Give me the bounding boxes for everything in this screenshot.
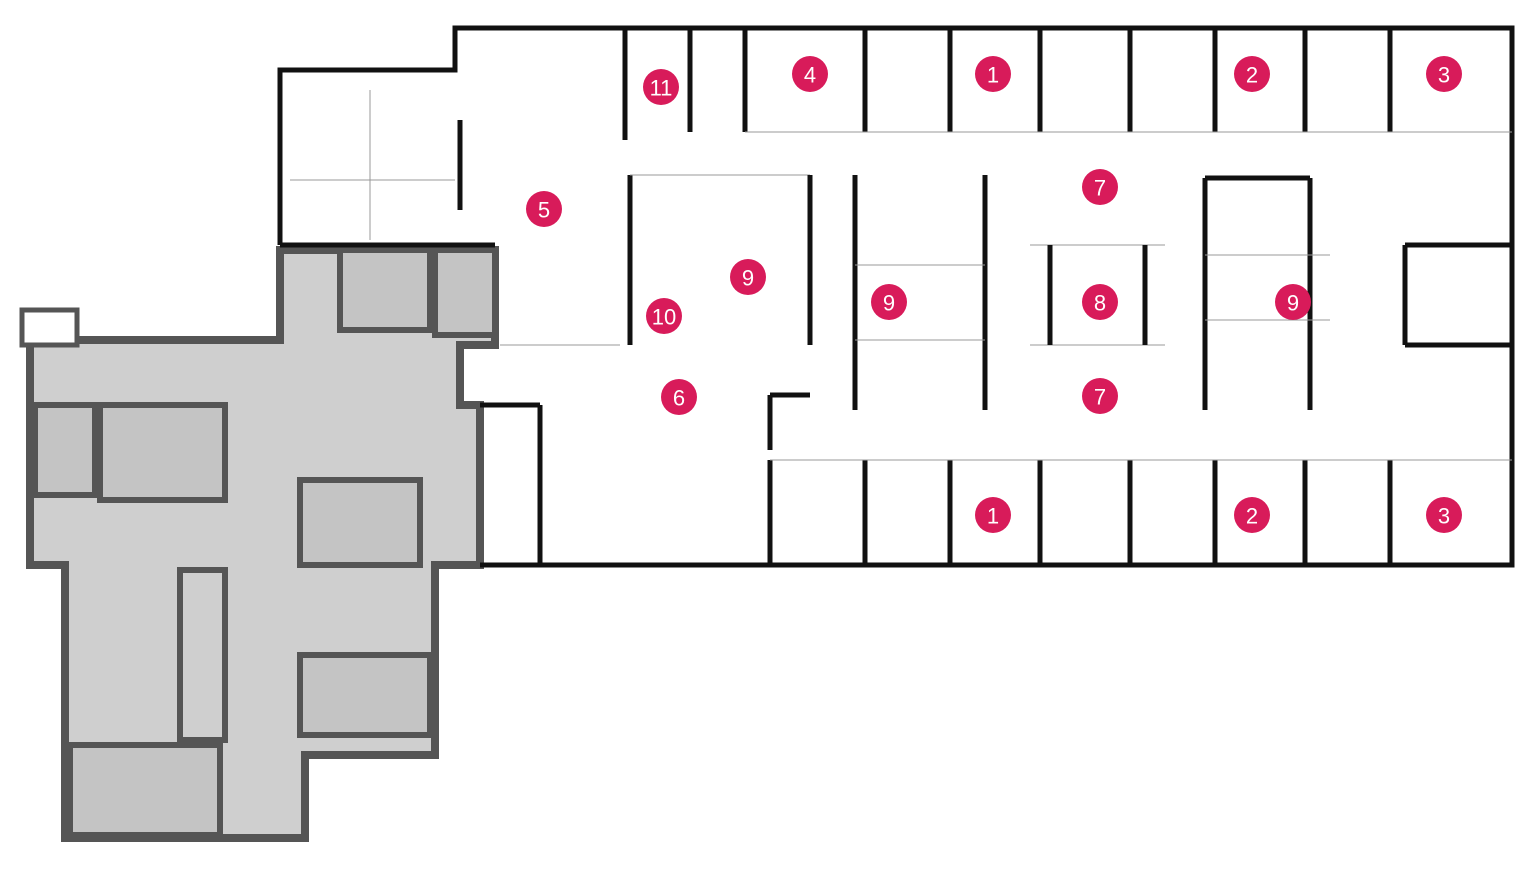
svg-text:1: 1	[987, 63, 999, 88]
marker-2-top: 2	[1234, 56, 1270, 92]
marker-2-bottom: 2	[1234, 497, 1270, 533]
svg-text:11: 11	[650, 76, 673, 101]
svg-text:2: 2	[1246, 63, 1258, 88]
marker-9-a: 9	[730, 259, 766, 295]
annex-area	[19, 246, 499, 842]
marker-7-bottom: 7	[1082, 378, 1118, 414]
markers: 11 4 1 2 3 5 7 9 9 8 9 10 6 7 1 2 3	[526, 56, 1462, 533]
svg-text:8: 8	[1094, 291, 1106, 316]
marker-4: 4	[792, 56, 828, 92]
svg-text:5: 5	[538, 198, 550, 223]
marker-3-top: 3	[1426, 56, 1462, 92]
svg-text:9: 9	[883, 291, 895, 316]
marker-9-b: 9	[871, 284, 907, 320]
svg-text:7: 7	[1094, 385, 1106, 410]
svg-text:6: 6	[673, 386, 685, 411]
marker-6: 6	[661, 379, 697, 415]
marker-3-bottom: 3	[1426, 497, 1462, 533]
svg-text:9: 9	[742, 266, 754, 291]
svg-text:4: 4	[804, 63, 816, 88]
svg-text:9: 9	[1287, 291, 1299, 316]
svg-text:1: 1	[987, 504, 999, 529]
marker-1-bottom: 1	[975, 497, 1011, 533]
svg-text:7: 7	[1094, 176, 1106, 201]
marker-8: 8	[1082, 284, 1118, 320]
marker-1-top: 1	[975, 56, 1011, 92]
svg-text:3: 3	[1438, 504, 1450, 529]
marker-5: 5	[526, 191, 562, 227]
building-walls	[277, 25, 1515, 568]
marker-10: 10	[646, 298, 682, 334]
marker-9-c: 9	[1275, 284, 1311, 320]
marker-11: 11	[643, 69, 679, 105]
svg-text:3: 3	[1438, 63, 1450, 88]
svg-text:2: 2	[1246, 504, 1258, 529]
marker-7-top: 7	[1082, 169, 1118, 205]
svg-text:10: 10	[652, 305, 676, 330]
